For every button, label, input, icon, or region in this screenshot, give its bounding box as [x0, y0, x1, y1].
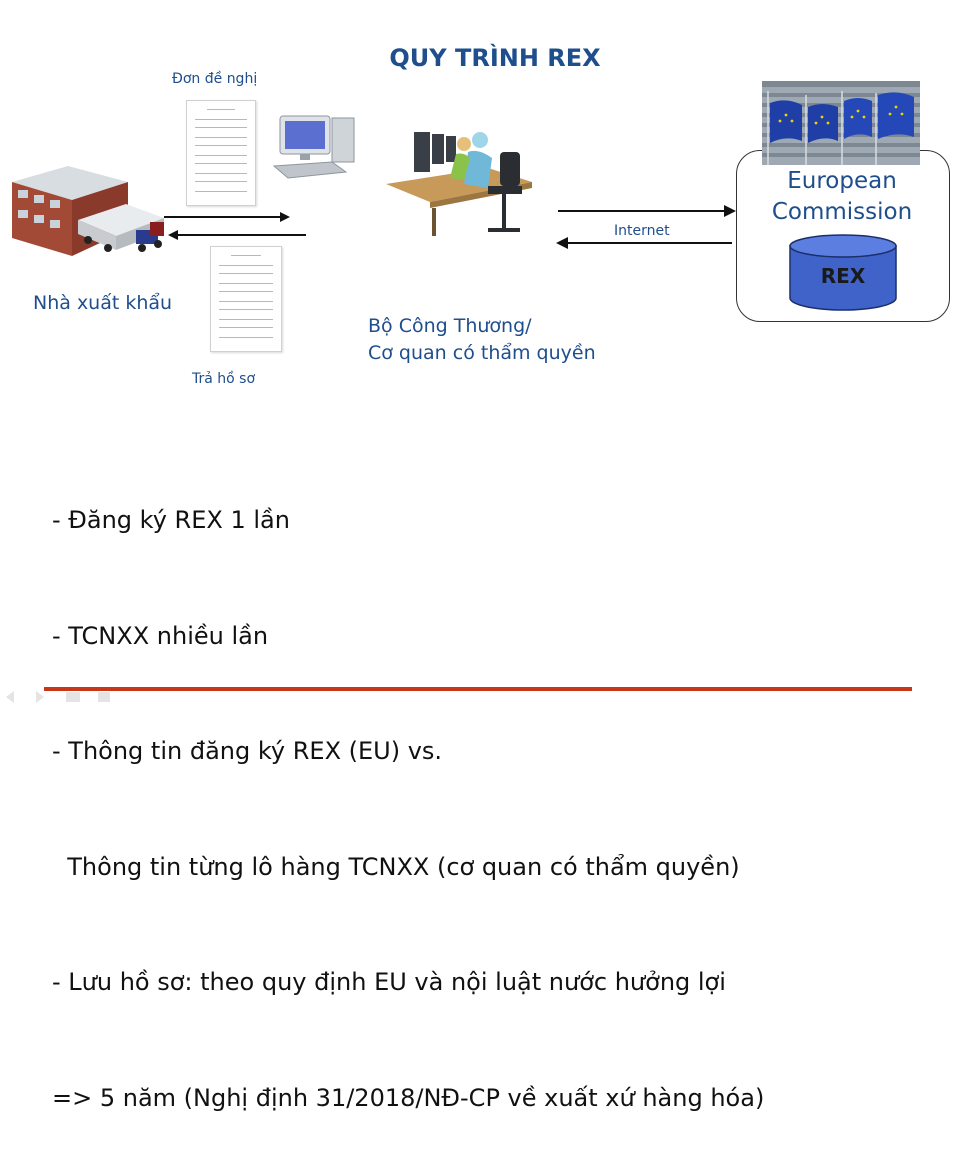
office-workers-at-computers-icon	[386, 132, 532, 236]
bullet-item: => 5 năm (Nghị định 31/2018/NĐ-CP về xuấ…	[52, 1083, 765, 1112]
ec-line-2: Commission	[771, 199, 913, 225]
database-cylinder-icon	[789, 234, 897, 311]
returned-document-icon	[210, 246, 282, 352]
bullet-item: - TCNXX nhiều lần	[52, 621, 269, 650]
ministry-label: Bộ Công Thương/ Cơ quan có thẩm quyền	[368, 313, 596, 367]
desktop-computer-icon	[272, 115, 355, 179]
bullet-list: - Đăng ký REX 1 lần - TCNXX nhiều lần - …	[52, 424, 764, 1156]
bullet-item: - Lưu hồ sơ: theo quy định EU và nội luậ…	[52, 968, 726, 996]
pen-tool-icon	[98, 692, 110, 702]
exchange-arrows-left	[164, 212, 306, 240]
slide-title: QUY TRÌNH REX	[389, 44, 601, 72]
european-commission-label: European Commission	[746, 166, 938, 228]
ministry-line-2: Cơ quan có thẩm quyền	[368, 342, 596, 364]
rex-database-label: REX	[820, 264, 866, 288]
bottom-accent-rule	[44, 687, 912, 691]
exporter-label: Nhà xuất khẩu	[33, 292, 173, 314]
eu-flags-photo	[762, 81, 920, 165]
return-file-label: Trả hồ sơ	[192, 371, 256, 387]
ministry-line-1: Bộ Công Thương/	[368, 315, 532, 337]
bullet-item: - Đăng ký REX 1 lần	[52, 506, 290, 534]
bullet-item: - Thông tin đăng ký REX (EU) vs.	[52, 737, 443, 765]
slide-nav-controls[interactable]	[4, 689, 124, 703]
previous-slide-icon	[6, 691, 14, 703]
next-slide-icon	[36, 691, 44, 703]
application-form-label: Đơn đề nghị	[172, 71, 258, 87]
factory-with-trucks-icon	[12, 166, 164, 256]
application-form-document-icon	[186, 100, 256, 206]
internet-label: Internet	[614, 223, 670, 239]
exchange-arrows-right	[556, 205, 736, 249]
slide-menu-icon	[66, 692, 80, 702]
ec-line-1: European	[787, 168, 897, 194]
bullet-item: Thông tin từng lô hàng TCNXX (cơ quan có…	[52, 852, 740, 881]
